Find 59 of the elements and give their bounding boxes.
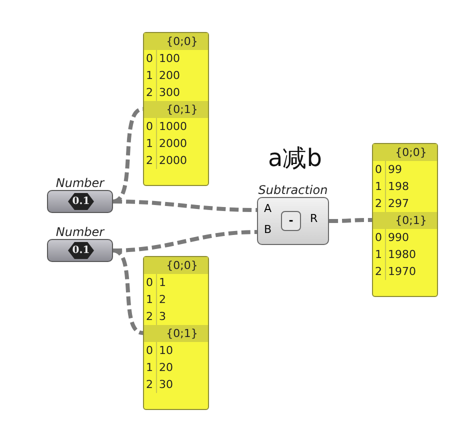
branch-path-header: {0;0} — [373, 144, 437, 161]
branch-path-header: {0;1} — [373, 212, 437, 229]
list-index: 1 — [375, 179, 382, 195]
list-index: 0 — [375, 162, 382, 178]
list-value: 2000 — [159, 136, 187, 152]
hexagon-value-icon: 0.1 — [68, 193, 94, 210]
list-index: 1 — [375, 247, 382, 263]
list-value: 1000 — [159, 119, 187, 135]
branch-path-header: {0;0} — [144, 33, 208, 50]
component-name: Number — [56, 225, 104, 239]
component-name: Number — [56, 176, 104, 190]
list-index: 2 — [375, 264, 382, 280]
list-index: 0 — [375, 230, 382, 246]
list-index: 2 — [146, 309, 153, 325]
list-index: 2 — [146, 377, 153, 393]
list-value: 10 — [159, 343, 173, 359]
port-label: R — [310, 212, 318, 225]
list-value: 30 — [159, 377, 173, 393]
data-panel — [143, 32, 209, 186]
data-wire — [112, 230, 258, 252]
data-wire — [112, 248, 144, 335]
list-index: 0 — [146, 119, 153, 135]
list-index: 1 — [146, 136, 153, 152]
list-value: 2000 — [159, 153, 187, 169]
list-index: 1 — [146, 292, 153, 308]
hexagon-value-icon: 0.1 — [68, 242, 94, 259]
branch-path-header: {0;1} — [144, 101, 208, 118]
data-panel — [143, 256, 209, 410]
list-index: 0 — [146, 51, 153, 67]
branch-path-header: {0;1} — [144, 325, 208, 342]
list-value: 200 — [159, 68, 180, 84]
port-label: B — [264, 223, 272, 236]
list-value: 2 — [159, 292, 166, 308]
list-value: 1980 — [388, 247, 416, 263]
list-value: 99 — [388, 162, 402, 178]
list-index: 0 — [146, 343, 153, 359]
list-value: 300 — [159, 85, 180, 101]
list-index: 2 — [375, 196, 382, 212]
list-value: 1970 — [388, 264, 416, 280]
list-index: 2 — [146, 153, 153, 169]
list-index: 0 — [146, 275, 153, 291]
list-value: 3 — [159, 309, 166, 325]
list-value: 990 — [388, 230, 409, 246]
branch-path-header: {0;0} — [144, 257, 208, 274]
list-value: 20 — [159, 360, 173, 376]
list-value: 100 — [159, 51, 180, 67]
data-panel — [372, 143, 438, 297]
operator-button: - — [281, 211, 301, 231]
list-index: 1 — [146, 360, 153, 376]
list-value: 198 — [388, 179, 409, 195]
list-index: 2 — [146, 85, 153, 101]
component-name: Subtraction — [258, 183, 328, 197]
data-wire — [329, 218, 372, 223]
list-value: 1 — [159, 275, 166, 291]
title: a减b — [267, 143, 323, 174]
port-label: A — [264, 202, 272, 215]
list-value: 297 — [388, 196, 409, 212]
data-wire — [112, 200, 258, 212]
list-index: 1 — [146, 68, 153, 84]
